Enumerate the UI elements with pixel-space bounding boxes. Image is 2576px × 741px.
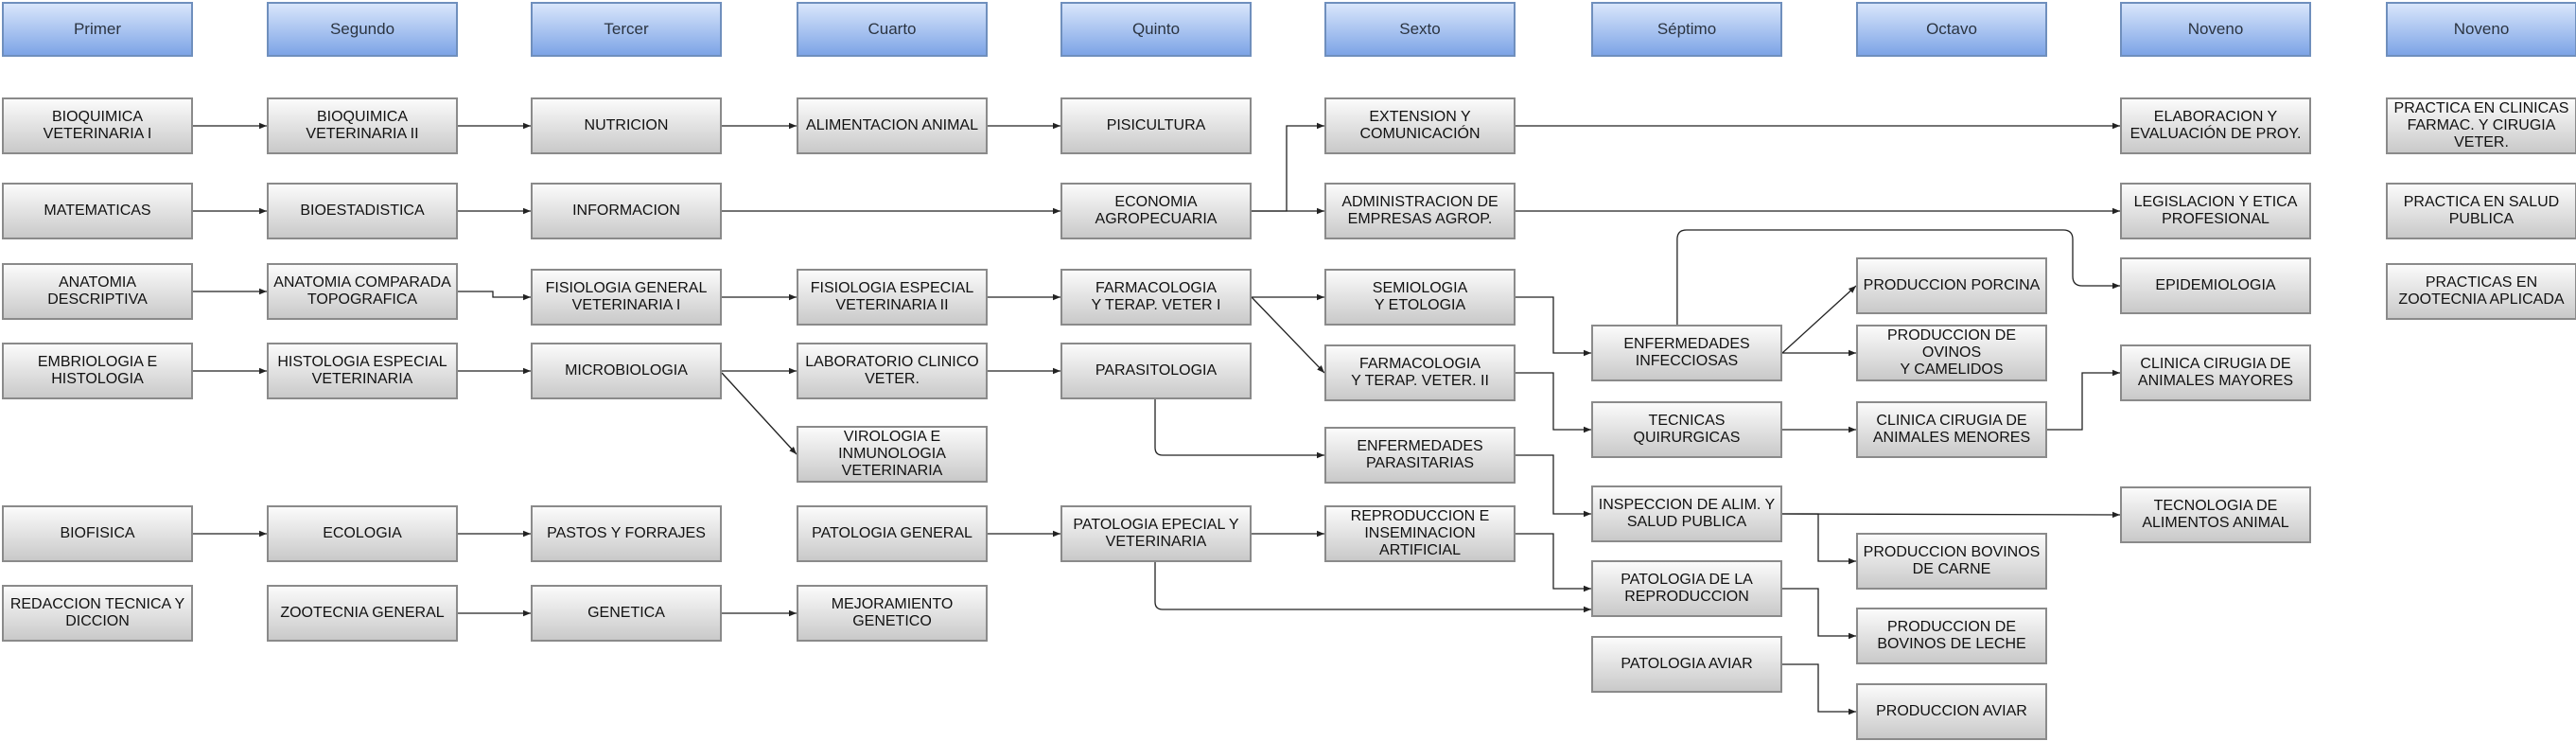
course-box-farma1: FARMACOLOGIA Y TERAP. VETER I — [1060, 269, 1252, 326]
course-box-repro: REPRODUCCION E INSEMINACION ARTIFICIAL — [1324, 505, 1516, 562]
arrow-farma1-to-farma2 — [1251, 296, 1325, 374]
course-box-lab: LABORATORIO CLINICO VETER. — [797, 343, 988, 399]
arrow-enf-inf-to-porcina — [1781, 285, 1857, 354]
arrow-farma2-to-tec-quir — [1516, 372, 1591, 433]
course-box-pato-esp: PATOLOGIA EPECIAL Y VETERINARIA — [1060, 505, 1252, 562]
course-box-legis: LEGISLACION Y ETICA PROFESIONAL — [2120, 183, 2311, 239]
course-box-ecolo: ECOLOGIA — [267, 505, 458, 562]
course-box-prac-clin: PRACTICA EN CLINICAS FARMAC. Y CIRUGIA V… — [2386, 97, 2576, 154]
course-box-alim: ALIMENTACION ANIMAL — [797, 97, 988, 154]
course-box-clin-may: CLINICA CIRUGIA DE ANIMALES MAYORES — [2120, 344, 2311, 401]
course-box-anat-comp: ANATOMIA COMPARADA TOPOGRAFICA — [267, 263, 458, 320]
course-box-prac-salud: PRACTICA EN SALUD PUBLICA — [2386, 183, 2576, 239]
arrow-enf-para-to-insp — [1516, 454, 1591, 518]
course-box-parasito: PARASITOLOGIA — [1060, 343, 1252, 399]
arrow-parasito-to-enf-para — [1154, 399, 1324, 459]
arrow-econ-to-extension — [1252, 122, 1324, 212]
arrow-anat-comp-to-fisio1 — [458, 291, 531, 301]
course-box-pastos: PASTOS Y FORRAJES — [531, 505, 722, 562]
course-box-anat-desc: ANATOMIA DESCRIPTIVA — [2, 263, 193, 320]
course-box-extension: EXTENSION Y COMUNICACIÓN — [1324, 97, 1516, 154]
course-box-bov-carne: PRODUCCION BOVINOS DE CARNE — [1856, 533, 2047, 590]
course-box-pisci: PISICULTURA — [1060, 97, 1252, 154]
arrow-pato-esp-to-pato-repro — [1154, 562, 1591, 613]
semester-header-6: Sexto — [1324, 2, 1516, 57]
course-box-bioq1: BIOQUIMICA VETERINARIA I — [2, 97, 193, 154]
arrow-micro-to-viro — [721, 372, 797, 455]
course-box-biofis: BIOFISICA — [2, 505, 193, 562]
course-box-insp: INSPECCION DE ALIM. Y SALUD PUBLICA — [1591, 485, 1782, 542]
semester-header-3: Tercer — [531, 2, 722, 57]
course-box-porcina: PRODUCCION PORCINA — [1856, 257, 2047, 314]
semester-header-10: Noveno — [2386, 2, 2576, 57]
course-box-prac-zoot: PRACTICAS EN ZOOTECNIA APLICADA — [2386, 263, 2576, 320]
course-box-mejora: MEJORAMIENTO GENETICO — [797, 585, 988, 642]
course-box-info: INFORMACION — [531, 183, 722, 239]
semester-header-2: Segundo — [267, 2, 458, 57]
course-box-pato-repro: PATOLOGIA DE LA REPRODUCCION — [1591, 560, 1782, 617]
arrow-pato-aviar-to-aviar — [1782, 663, 1856, 715]
course-box-bov-leche: PRODUCCION DE BOVINOS DE LECHE — [1856, 608, 2047, 664]
arrow-clin-men-to-clin-may — [2047, 369, 2120, 431]
course-box-elab: ELABORACION Y EVALUACIÓN DE PROY. — [2120, 97, 2311, 154]
course-box-semio: SEMIOLOGIA Y ETOLOGIA — [1324, 269, 1516, 326]
course-box-bioest: BIOESTADISTICA — [267, 183, 458, 239]
course-box-micro: MICROBIOLOGIA — [531, 343, 722, 399]
arrow-insp-to-tec-alim — [1781, 511, 2121, 519]
course-box-mate: MATEMATICAS — [2, 183, 193, 239]
course-box-nutri: NUTRICION — [531, 97, 722, 154]
course-box-econ: ECONOMIA AGROPECUARIA — [1060, 183, 1252, 239]
arrow-insp-to-bov-carne — [1782, 513, 1856, 565]
semester-header-9: Noveno — [2120, 2, 2311, 57]
semester-header-5: Quinto — [1060, 2, 1252, 57]
course-box-genet: GENETICA — [531, 585, 722, 642]
arrow-repro-to-pato-repro — [1516, 533, 1591, 592]
course-box-histo: HISTOLOGIA ESPECIAL VETERINARIA — [267, 343, 458, 399]
course-box-epidem: EPIDEMIOLOGIA — [2120, 257, 2311, 314]
course-box-zoot-gen: ZOOTECNIA GENERAL — [267, 585, 458, 642]
course-box-enf-inf: ENFERMEDADES INFECCIOSAS — [1591, 325, 1782, 381]
course-box-aviar: PRODUCCION AVIAR — [1856, 683, 2047, 740]
course-box-fisio1: FISIOLOGIA GENERAL VETERINARIA I — [531, 269, 722, 326]
course-box-ovinos: PRODUCCION DE OVINOS Y CAMELIDOS — [1856, 325, 2047, 381]
semester-header-7: Séptimo — [1591, 2, 1782, 57]
course-box-admin: ADMINISTRACION DE EMPRESAS AGROP. — [1324, 183, 1516, 239]
course-box-pato-gen: PATOLOGIA GENERAL — [797, 505, 988, 562]
semester-header-8: Octavo — [1856, 2, 2047, 57]
course-box-pato-aviar: PATOLOGIA AVIAR — [1591, 636, 1782, 693]
course-box-farma2: FARMACOLOGIA Y TERAP. VETER. II — [1324, 344, 1516, 401]
course-box-tec-alim: TECNOLOGIA DE ALIMENTOS ANIMAL — [2120, 486, 2311, 543]
arrow-semio-to-enf-inf — [1516, 296, 1591, 357]
arrow-pato-repro-to-bov-leche — [1782, 588, 1856, 640]
course-box-viro: VIROLOGIA E INMUNOLOGIA VETERINARIA — [797, 426, 988, 483]
course-box-bioq2: BIOQUIMICA VETERINARIA II — [267, 97, 458, 154]
arrow-enf-inf-to-epidem — [1676, 229, 2120, 325]
course-box-clin-men: CLINICA CIRUGIA DE ANIMALES MENORES — [1856, 401, 2047, 458]
semester-header-4: Cuarto — [797, 2, 988, 57]
course-box-fisio2: FISIOLOGIA ESPECIAL VETERINARIA II — [797, 269, 988, 326]
semester-header-1: Primer — [2, 2, 193, 57]
course-box-tec-quir: TECNICAS QUIRURGICAS — [1591, 401, 1782, 458]
course-box-embrio: EMBRIOLOGIA E HISTOLOGIA — [2, 343, 193, 399]
course-box-enf-para: ENFERMEDADES PARASITARIAS — [1324, 427, 1516, 484]
course-box-redac: REDACCION TECNICA Y DICCION — [2, 585, 193, 642]
